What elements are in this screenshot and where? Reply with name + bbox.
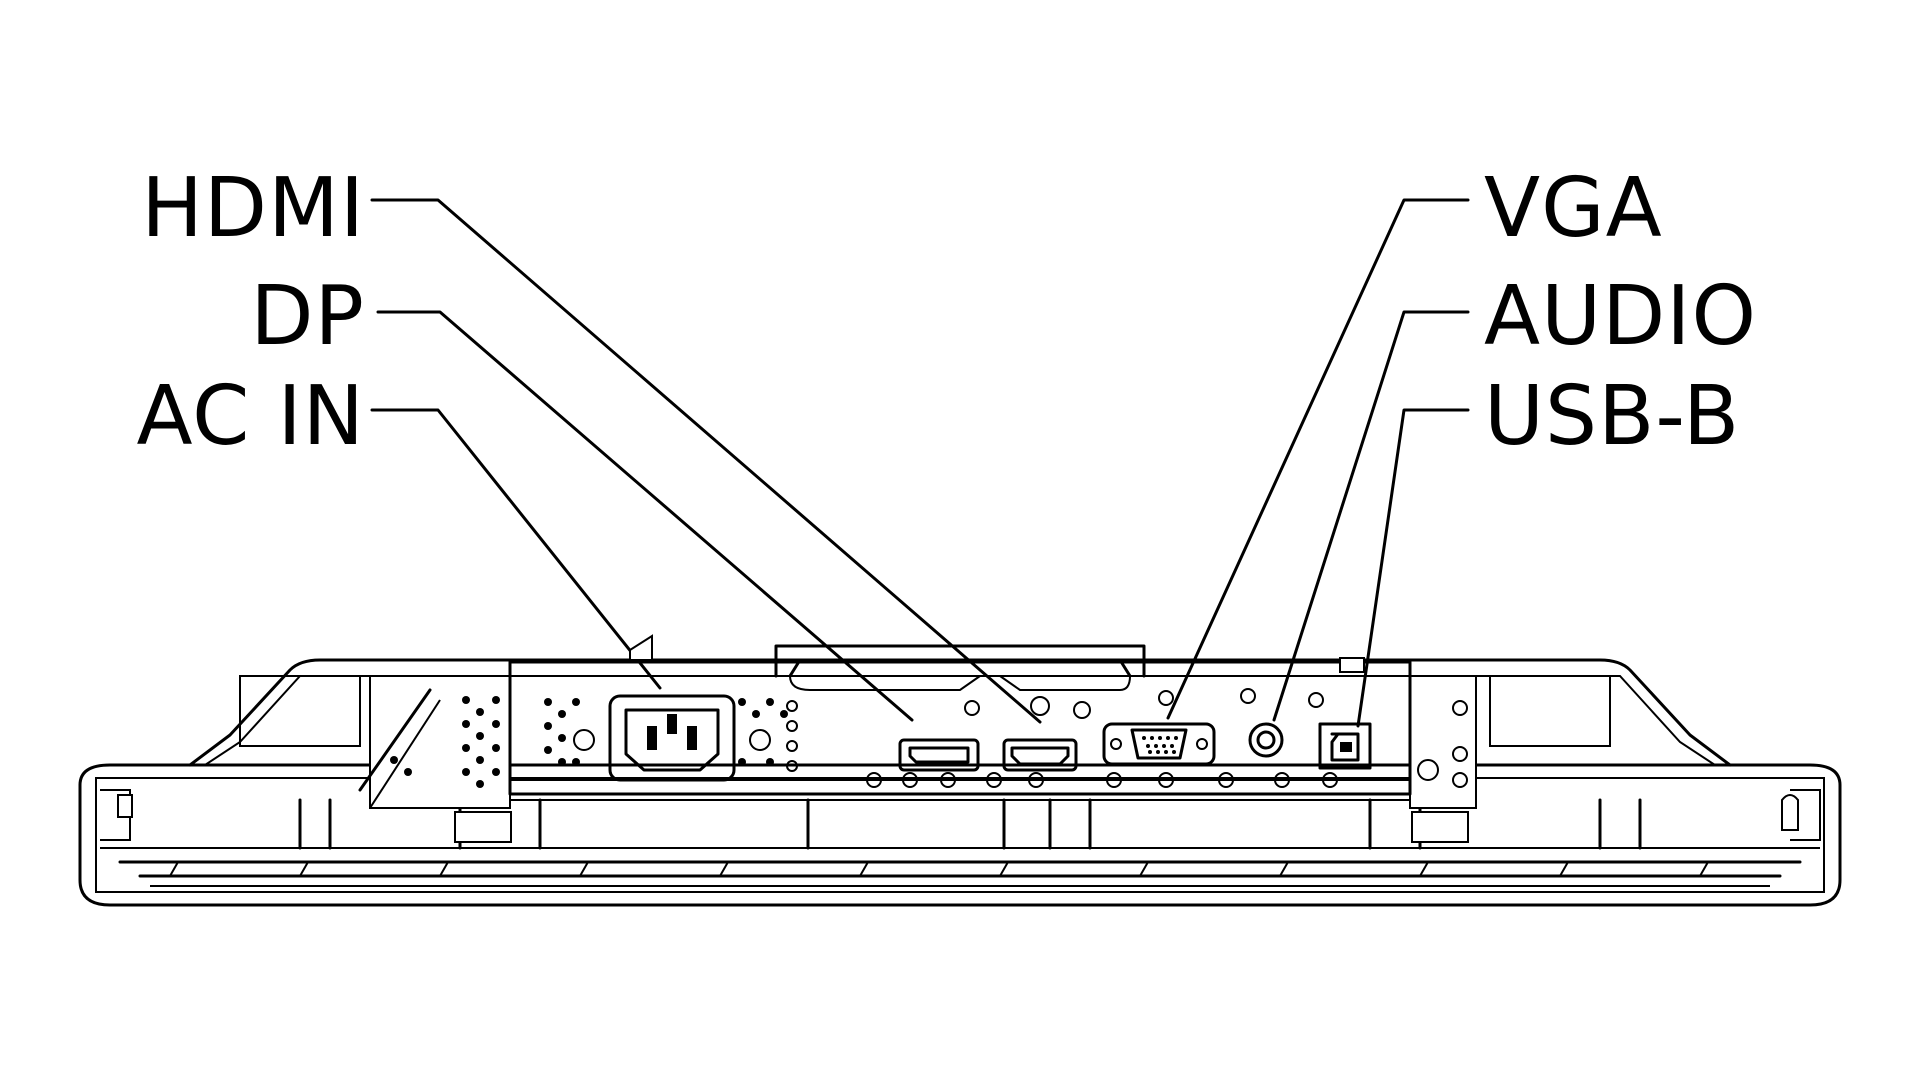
leader-dp [376,310,914,722]
label-usb-b: USB-B [1484,369,1740,464]
label-dp: DP [250,269,365,364]
usb-b-port [1318,722,1372,770]
dp-port [898,738,980,772]
ac-in-port [608,694,736,782]
label-vga: VGA [1484,161,1663,256]
io-panel [508,660,1412,796]
vent-holes-right [786,700,798,772]
leader-usb-b [1356,408,1470,728]
leader-audio [1272,310,1470,722]
hdmi-port [1002,738,1078,772]
leader-hdmi [370,198,1042,724]
audio-port [1248,722,1284,758]
label-audio: AUDIO [1484,269,1757,364]
monitor-chassis [78,634,1842,907]
label-hdmi: HDMI [141,161,365,256]
vent-holes-left [390,696,500,788]
vent-holes-mid [544,698,788,766]
leader-lines [370,198,1470,728]
vga-port [1102,722,1216,766]
leader-ac-in [370,408,662,690]
label-ac-in: AC IN [137,369,366,464]
ports [608,694,1372,782]
leader-vga [1166,198,1470,720]
